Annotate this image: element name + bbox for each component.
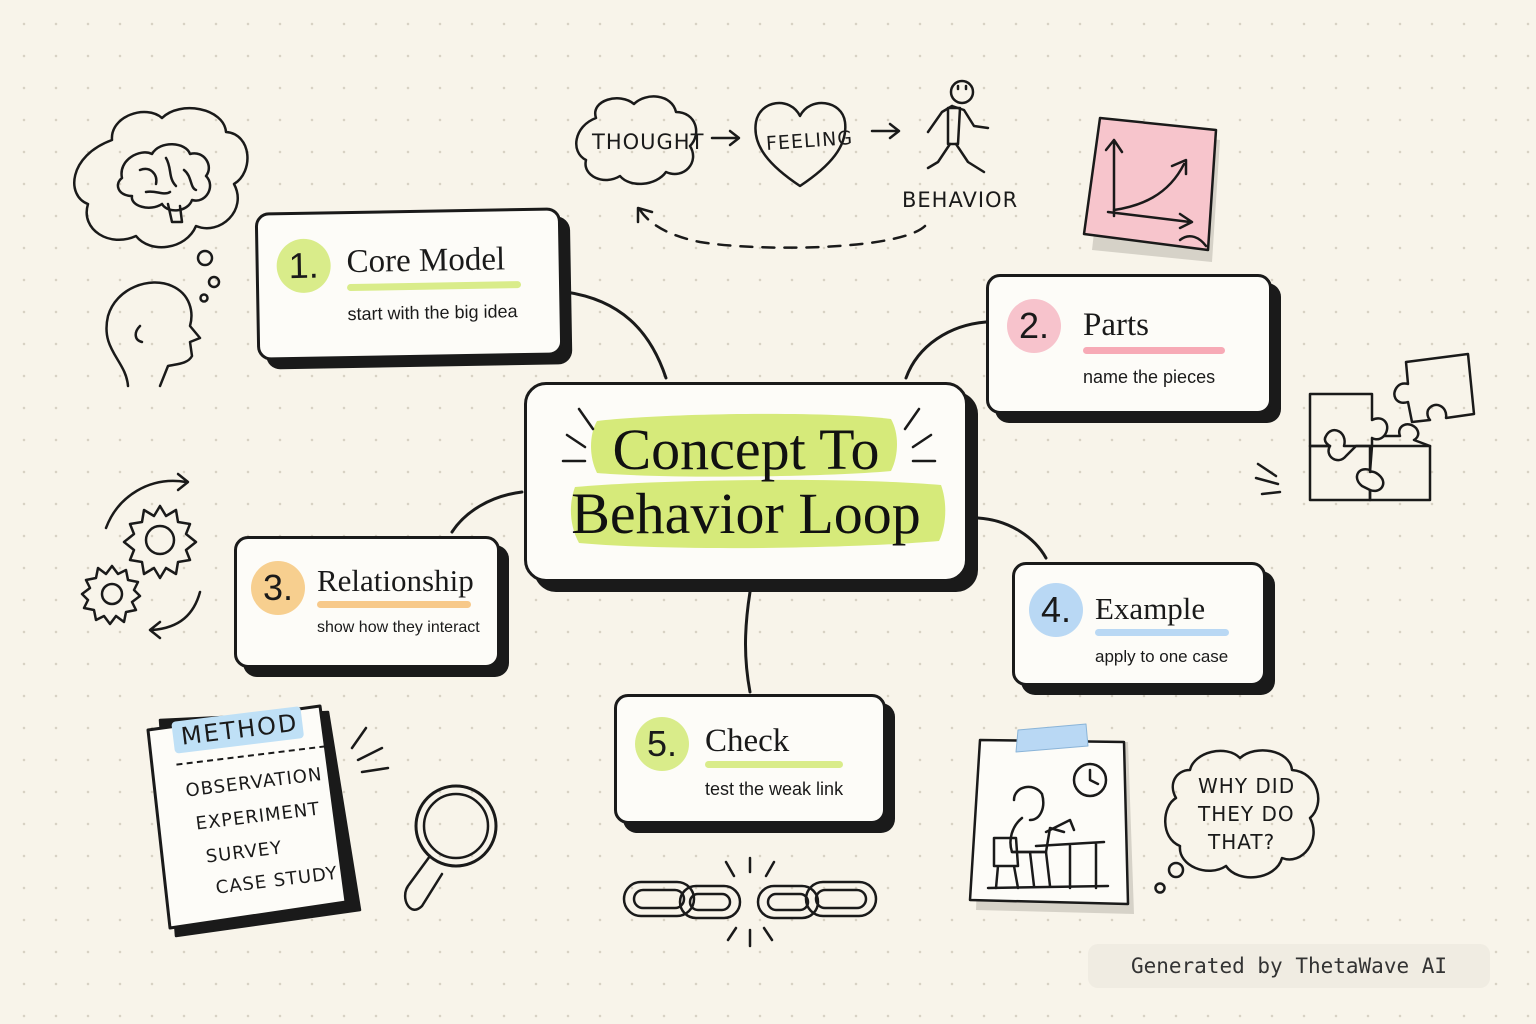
connector-parts [904, 320, 988, 380]
question-line3: THAT? [1208, 830, 1276, 854]
puzzle-pieces-icon [1254, 352, 1476, 502]
footer-credit: Generated by ThetaWave AI [1088, 944, 1490, 988]
walking-person-icon [926, 79, 990, 174]
loop-thought-label: THOUGHT [592, 130, 705, 154]
question-line2: THEY DO [1198, 802, 1295, 826]
method-item: SURVEY [204, 837, 284, 868]
connector-core-model [564, 290, 668, 380]
connector-check [744, 590, 752, 694]
brain-thought-cloud-icon [73, 106, 249, 303]
loop-behavior-label: BEHAVIOR [902, 188, 1019, 212]
node-title: Relationship [317, 563, 474, 598]
question-line1: WHY DID [1198, 774, 1296, 798]
broken-chain-icon [622, 856, 878, 948]
node-title: Check [705, 723, 790, 759]
central-title-line2: Behavior Loop [571, 481, 921, 546]
cloud-icon [575, 95, 698, 185]
method-item: CASE STUDY [214, 862, 340, 899]
node-card-core-model[interactable]: 1. Core Model start with the big idea [254, 207, 564, 361]
node-number-badge: 2. [1007, 299, 1061, 353]
method-item: EXPERIMENT [194, 798, 322, 835]
node-title: Example [1095, 591, 1206, 626]
sparkle-icon [350, 726, 390, 774]
method-item: OBSERVATION [184, 763, 324, 802]
node-card-parts[interactable]: 2. Parts name the pieces [986, 274, 1272, 414]
central-concept-card[interactable]: Concept To Behavior Loop [524, 382, 968, 582]
title-underline [1083, 347, 1225, 354]
title-underline [1095, 629, 1229, 636]
node-card-example[interactable]: 4. Example apply to one case [1012, 562, 1266, 686]
connector-example [976, 516, 1048, 560]
question-bubble-icon [1154, 749, 1320, 894]
center-highlight [561, 407, 946, 549]
title-underline [317, 601, 471, 608]
node-subtitle: apply to one case [1095, 647, 1229, 666]
loop-arrow-icon [636, 122, 927, 249]
node-card-relationship[interactable]: 3. Relationship show how they interact [234, 536, 500, 668]
title-underline [705, 761, 843, 768]
title-underline [346, 281, 522, 292]
gears-cycle-icon [80, 472, 202, 640]
node-subtitle: test the weak link [705, 779, 844, 799]
method-card: METHOD OBSERVATION EXPERIMENT SURVEY CAS… [170, 691, 363, 910]
heart-icon [754, 101, 847, 188]
person-at-desk-icon [968, 723, 1134, 914]
node-number-badge: 4. [1029, 583, 1083, 637]
node-number-badge: 5. [635, 717, 689, 771]
node-title: Parts [1083, 307, 1149, 343]
growth-chart-sticky-icon [1082, 116, 1220, 262]
node-card-check[interactable]: 5. Check test the weak link [614, 694, 886, 824]
node-subtitle: show how they interact [317, 619, 480, 636]
connector-relationship [450, 490, 524, 534]
node-number-badge: 3. [251, 561, 305, 615]
node-title: Core Model [346, 241, 506, 281]
node-number-badge: 1. [276, 238, 332, 294]
node-subtitle: name the pieces [1083, 367, 1216, 387]
head-profile-icon [105, 281, 202, 388]
magnifying-glass-icon [403, 784, 498, 911]
central-title-line1: Concept To [612, 417, 880, 482]
node-subtitle: start with the big idea [347, 301, 518, 325]
